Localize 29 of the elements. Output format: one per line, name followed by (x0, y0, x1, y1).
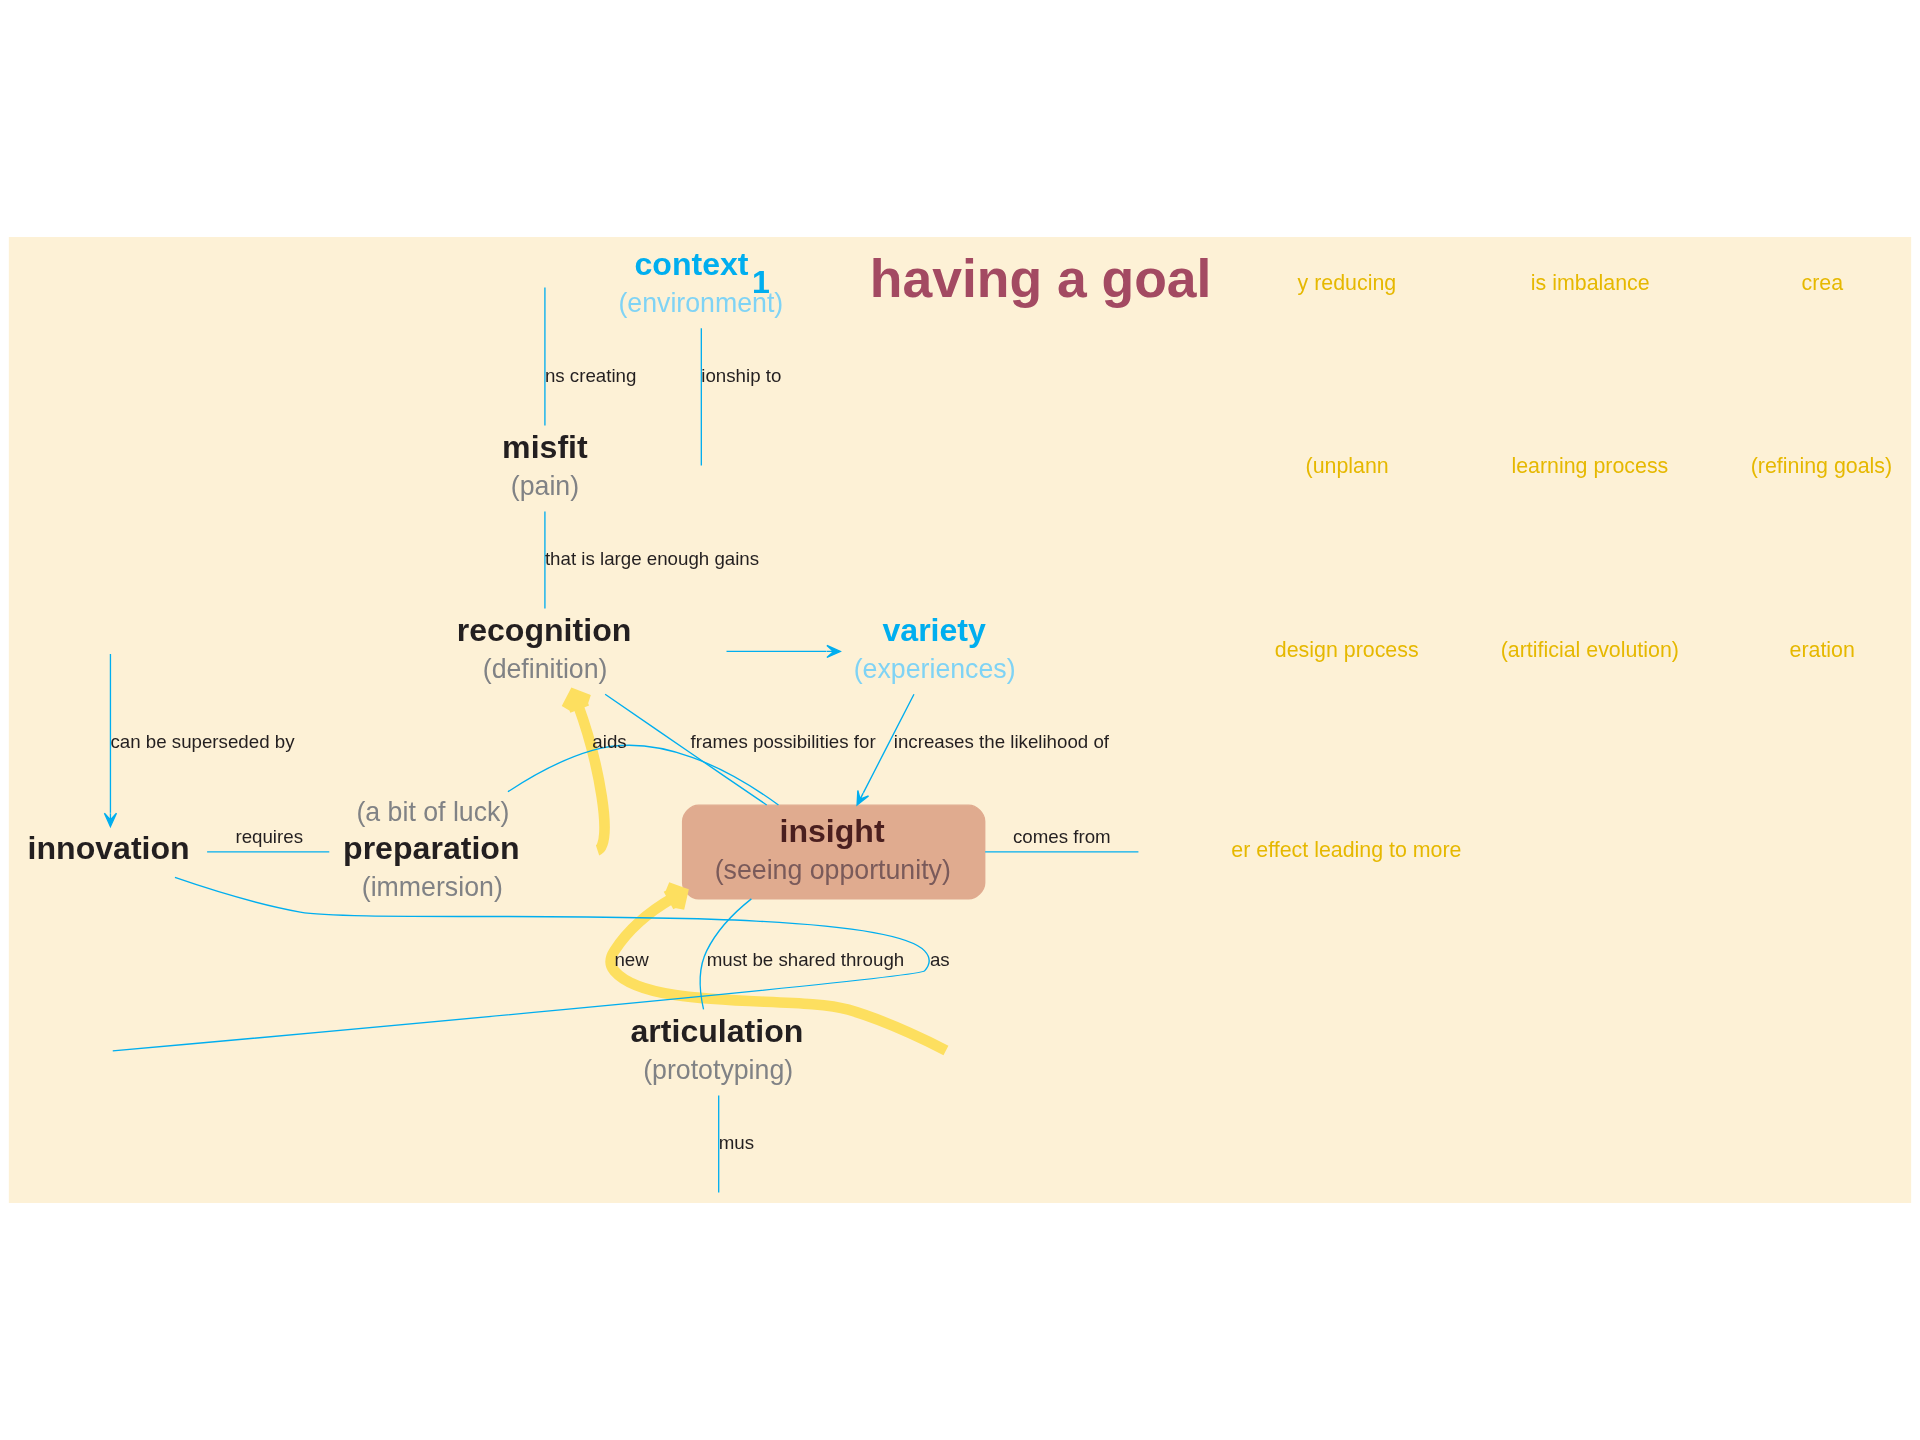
edge-label: ionship to (701, 364, 782, 386)
node-text: having a goal (869, 249, 1212, 309)
edge-label: new (614, 948, 649, 970)
edge-label: must be shared through (706, 948, 905, 970)
label: design process (1274, 637, 1419, 662)
edge-label: comes from (1012, 825, 1111, 847)
label: (unplann (1305, 454, 1389, 479)
node-text: preparation (immersion) (343, 829, 520, 903)
label: crea (1801, 271, 1844, 296)
node-text: misfit (pain) (502, 428, 588, 502)
edge-label: mus (718, 1131, 755, 1153)
node-text: variety (experiences) (853, 611, 1016, 685)
label: (refining goals) (1750, 454, 1893, 479)
node-label: (a bit of luck) (356, 797, 510, 828)
label: er effect leading to more (1231, 838, 1462, 863)
node-text: recognition (definition) (456, 611, 632, 685)
edge-label: increases the likelihood of (893, 730, 1110, 752)
label: (artificial evolution) (1500, 637, 1679, 662)
node-text: articulation (prototyping) (630, 1013, 804, 1086)
label: y reducing (1297, 271, 1397, 296)
label: eration (1789, 637, 1855, 662)
node-text: innovation (27, 829, 190, 866)
edge-label: frames possibilities for (690, 730, 876, 752)
label: learning process (1511, 454, 1669, 479)
edge-label: requires (235, 825, 304, 847)
edge-label: as (929, 948, 950, 970)
edge-label: can be superseded by (110, 730, 295, 752)
label: is imbalance (1530, 271, 1650, 296)
edge-label: ns creating (544, 364, 637, 386)
